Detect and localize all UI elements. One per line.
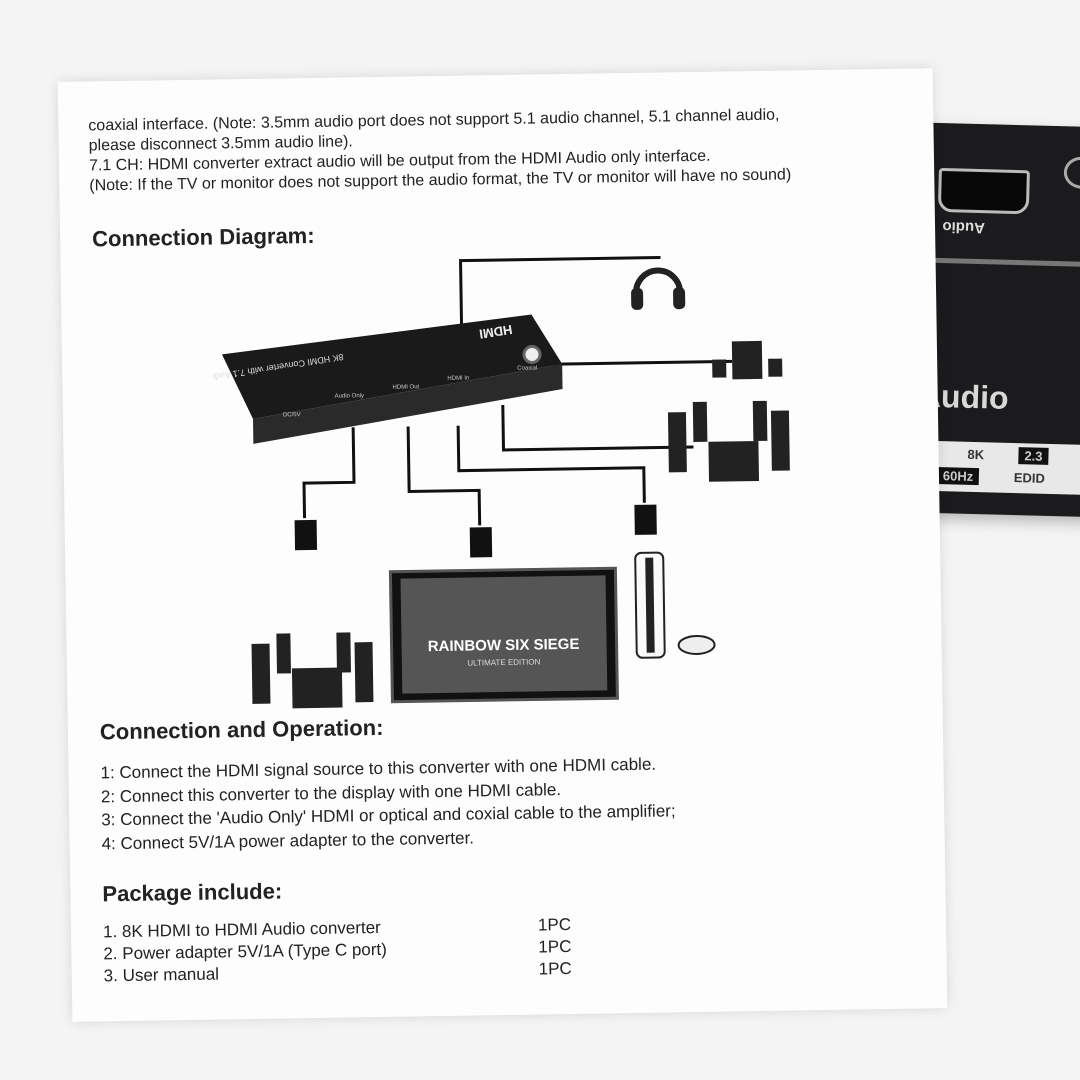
spec-hdmi-version: 2.3 [1018,447,1049,465]
hdmi-in-cable [456,425,646,503]
hdmi-port [937,167,1030,215]
game-title: RAINBOW SIX SIEGE [428,636,580,655]
headphone-cable [459,255,661,326]
operation-heading: Connection and Operation: [99,714,384,745]
surround-system-icon [667,400,790,482]
operation-steps: 1: Connect the HDMI signal source to thi… [100,752,676,855]
device-logo: HDMI [478,322,513,342]
speaker-set-icon [712,340,783,380]
surround-system-icon [251,632,374,709]
game-console-icon [634,551,716,659]
audio-only-cable [302,427,356,519]
port-hdmi-in: HDMI In [447,375,469,381]
coaxial-cable [542,359,733,366]
spec-60hz: 60Hz [936,467,980,486]
hdmi-plug-icon [294,504,657,558]
port-audio-only: Audio Only [335,393,364,399]
item-qty: 1PC [538,936,572,957]
diagram-heading: Connection Diagram: [91,222,315,252]
spec-badge: 8K 2.3 60Hz EDID [932,440,1080,496]
manual-page: coaxial interface. (Note: 3.5mm audio po… [57,68,948,1022]
port-hdmi-out: HDMI Out [392,384,419,390]
item-qty: 1PC [537,914,572,935]
converter-device: 8K HDMI Converter with 7.1 Audio HDMI DC… [210,314,563,444]
port-coaxial: Coaxial [517,365,537,371]
divider [916,257,1080,268]
spec-8k: 8K [967,446,985,463]
item-qty: 1PC [538,958,572,979]
package-heading: Package include: [102,878,283,907]
intro-text: coaxial interface. (Note: 3.5mm audio po… [88,103,919,196]
connection-diagram: 8K HDMI Converter with 7.1 Audio HDMI DC… [210,255,790,709]
audio-jack [1063,156,1080,190]
game-subtitle: ULTIMATE EDITION [467,657,540,667]
surround-cable [501,404,694,452]
port-dc: DC/5V [283,412,301,418]
spec-edid: EDID [1013,470,1046,486]
tv-display: RAINBOW SIX SIEGE ULTIMATE EDITION [388,566,619,704]
port-label: Audio [942,218,986,237]
headphones-icon [631,267,686,310]
hdmi-out-cable [406,426,482,526]
